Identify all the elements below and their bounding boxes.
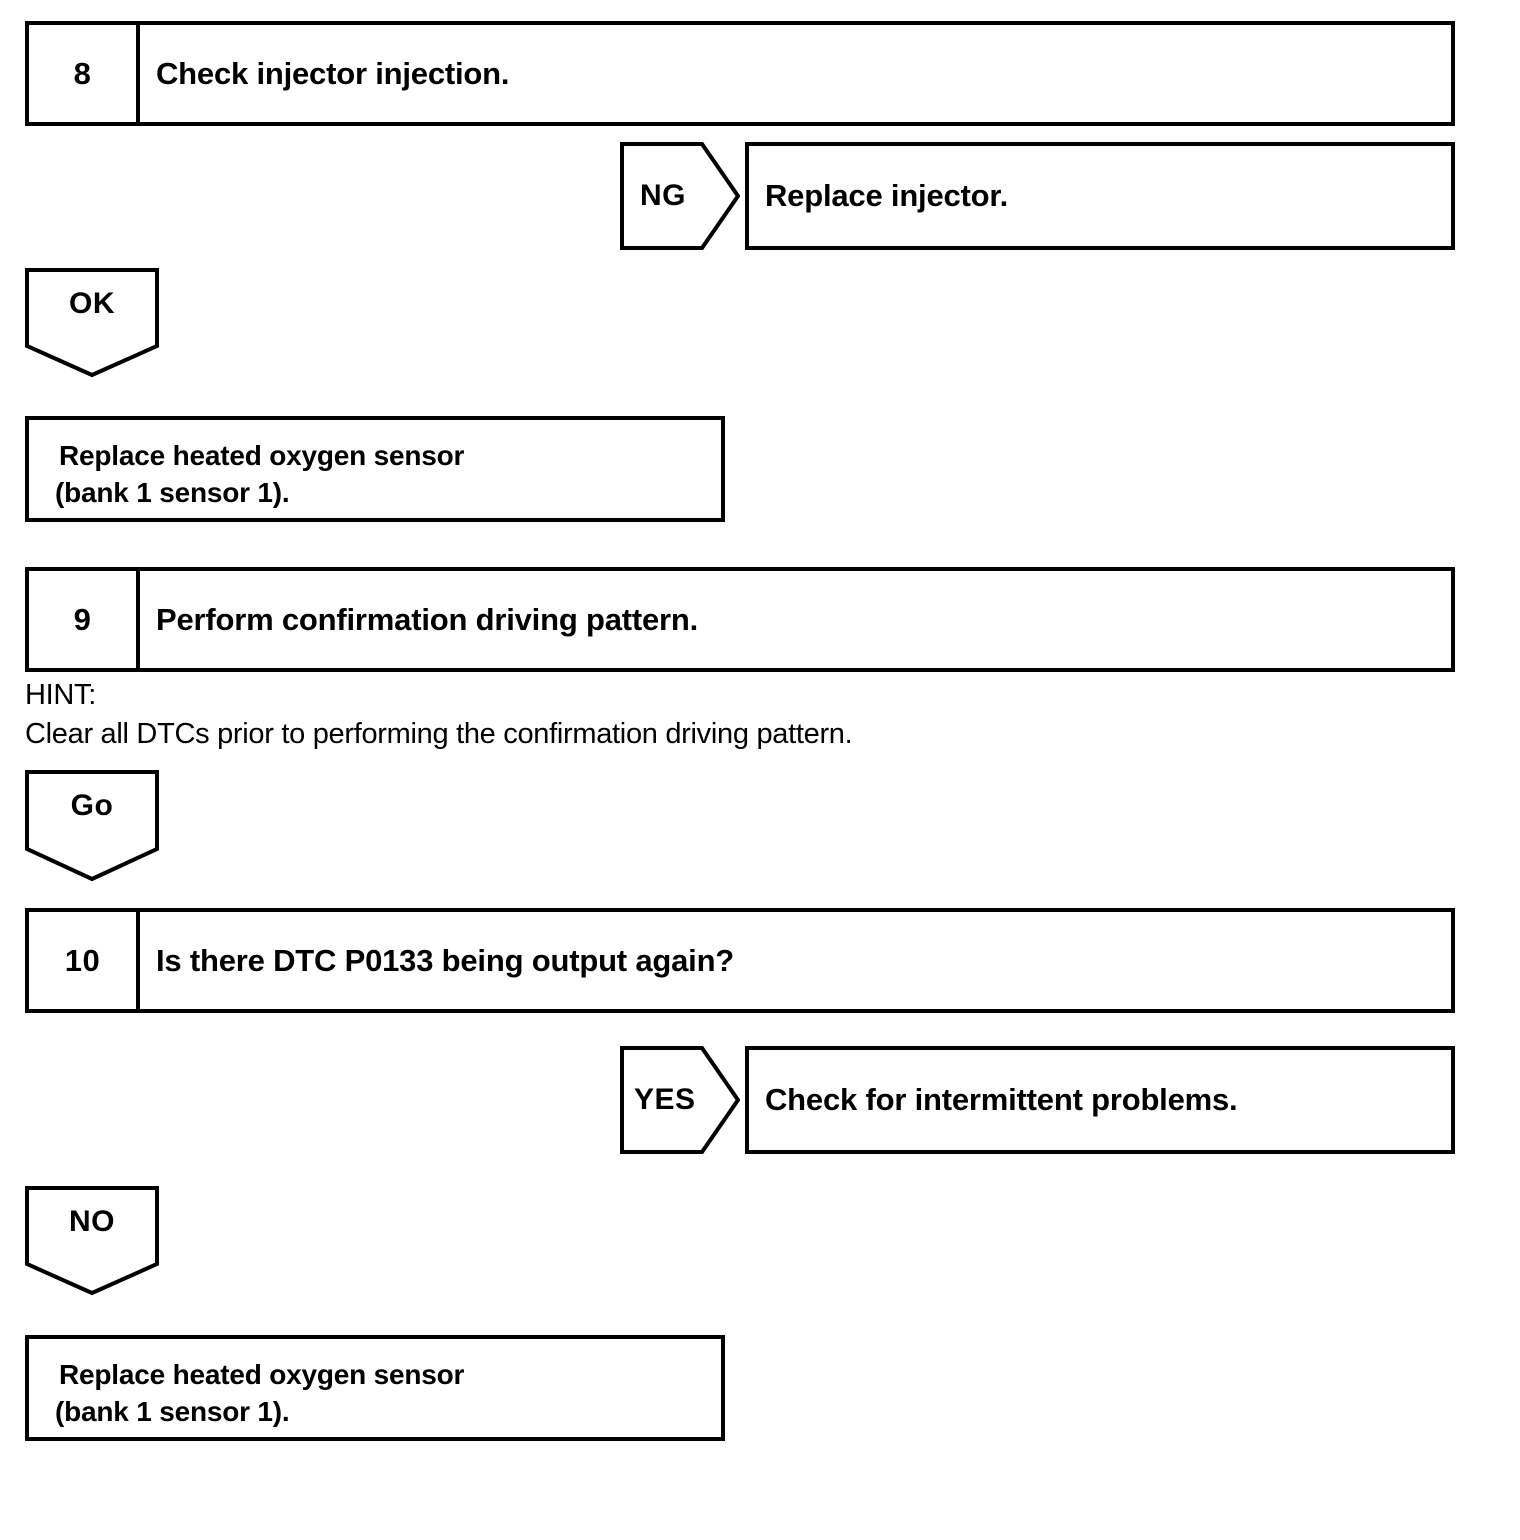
- step-title: Is there DTC P0133 being output again?: [156, 942, 735, 978]
- branch-label-ng: NG: [640, 179, 686, 212]
- branch-label-go: Go: [70, 789, 114, 822]
- step-number: 9: [29, 571, 140, 668]
- branch-arrow-no: NO: [25, 1186, 159, 1296]
- result-text-line2-2: (bank 1 sensor 1).: [55, 1396, 290, 1427]
- branch-label-no: NO: [69, 1205, 115, 1238]
- step-box-9: 9 Perform confirmation driving pattern.: [25, 567, 1455, 672]
- result-text-line1: Replace heated oxygen sensor: [59, 440, 465, 471]
- step-box-8: 8 Check injector injection.: [25, 21, 1455, 126]
- hint-label: HINT:: [25, 679, 97, 711]
- step-title: Perform confirmation driving pattern.: [156, 601, 699, 637]
- result-text: Check for intermittent problems.: [765, 1082, 1238, 1117]
- step-box-10: 10 Is there DTC P0133 being output again…: [25, 908, 1455, 1013]
- hint-text: Clear all DTCs prior to performing the c…: [25, 718, 853, 750]
- result-box-replace-ho2s-1: Replace heated oxygen sensor: [25, 416, 725, 522]
- branch-arrow-ng: NG: [620, 142, 740, 250]
- branch-arrow-ok: OK: [25, 268, 159, 378]
- result-box-replace-ho2s-2: Replace heated oxygen sensor: [25, 1335, 725, 1441]
- branch-arrow-yes: YES: [620, 1046, 740, 1154]
- step-number: 10: [29, 912, 140, 1009]
- step-title: Check injector injection.: [156, 55, 510, 91]
- result-text-line2-1: (bank 1 sensor 1).: [55, 477, 290, 508]
- branch-label-ok: OK: [69, 287, 115, 320]
- result-text: Replace injector.: [765, 178, 1008, 213]
- branch-arrow-go: Go: [25, 770, 159, 882]
- step-number: 8: [29, 25, 140, 122]
- branch-label-yes: YES: [634, 1083, 696, 1116]
- result-box-intermittent-problems: Check for intermittent problems.: [745, 1046, 1455, 1154]
- result-text-line1: Replace heated oxygen sensor: [59, 1359, 465, 1390]
- result-box-replace-injector: Replace injector.: [745, 142, 1455, 250]
